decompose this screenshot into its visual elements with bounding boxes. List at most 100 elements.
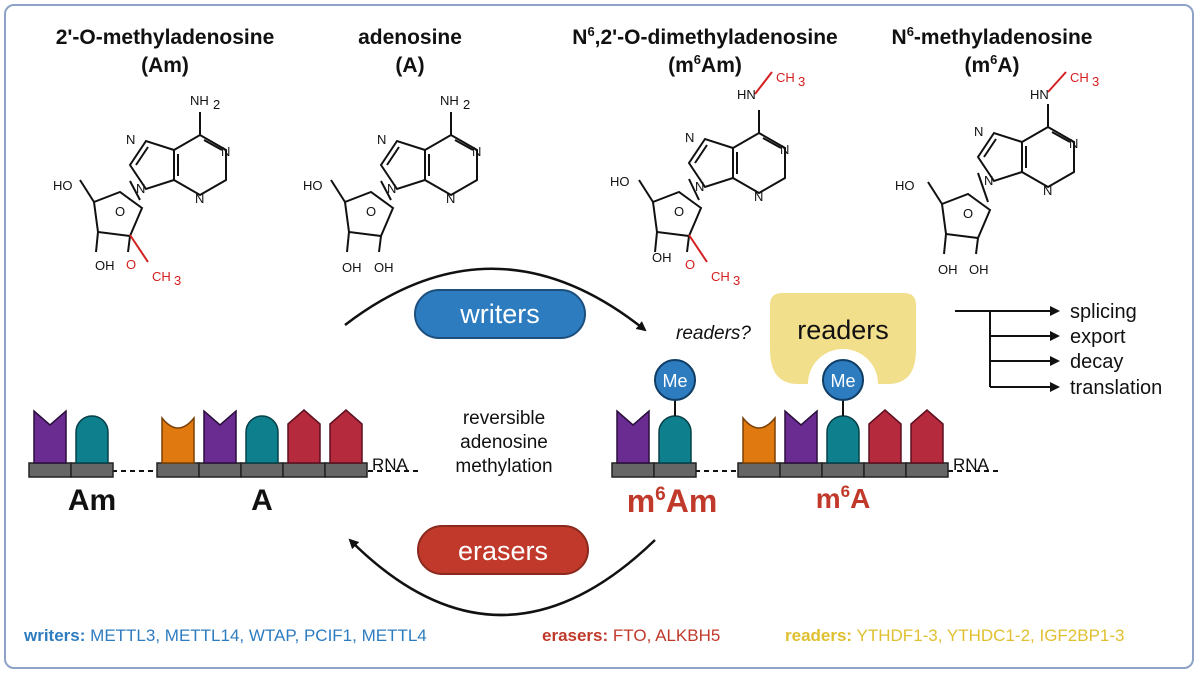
molecule-abbr-a: (A) <box>395 54 424 77</box>
molecule-title-am: 2'-O-methyladenosine <box>56 26 275 49</box>
molecule-abbr-m6a: (m6A) <box>964 52 1019 77</box>
outcome-branches <box>955 306 1060 392</box>
nucleotide-orange <box>742 415 776 464</box>
svg-text:2: 2 <box>213 97 220 112</box>
nucleotide-crimson <box>287 409 321 464</box>
nucleotide-purple <box>616 409 650 464</box>
svg-text:N: N <box>1043 183 1052 198</box>
structure-a: NH 2 N N N N HO O OH OH <box>303 93 481 275</box>
svg-text:HO: HO <box>53 178 73 193</box>
outcome-translation: translation <box>1070 377 1162 399</box>
svg-text:N: N <box>446 191 455 206</box>
svg-text:2: 2 <box>463 97 470 112</box>
rna-label-m6am: m6Am <box>627 483 718 519</box>
rna-label: RNA <box>372 455 409 474</box>
molecule-title-a: adenosine <box>358 26 462 49</box>
svg-text:CH: CH <box>1070 70 1089 85</box>
svg-text:3: 3 <box>733 273 740 288</box>
methyl-group <box>822 359 864 401</box>
svg-text:O: O <box>126 257 136 272</box>
svg-text:3: 3 <box>1092 74 1099 89</box>
legend-writers-label: writers: <box>24 626 86 645</box>
molecule-title-m6a: N6-methyladenosine <box>892 24 1093 49</box>
svg-text:O: O <box>674 204 684 219</box>
svg-text:N: N <box>387 181 396 196</box>
structure-m6a: HN CH 3 N N N N HO O OH OH <box>895 70 1099 277</box>
svg-text:Me: Me <box>662 371 687 391</box>
legend-readers-label: readers: <box>785 626 853 645</box>
writers-pill-label: writers <box>459 299 540 329</box>
svg-text:OH: OH <box>374 260 394 275</box>
svg-text:O: O <box>685 257 695 272</box>
svg-text:Me: Me <box>830 371 855 391</box>
svg-text:N: N <box>195 191 204 206</box>
reader-protein <box>770 293 916 384</box>
structure-m6am: HN CH 3 N N N N HO O OH O CH 3 <box>610 70 805 288</box>
svg-text:OH: OH <box>652 250 672 265</box>
svg-text:N: N <box>984 173 993 188</box>
nucleotide-teal-methylated <box>826 415 860 464</box>
nucleotide-purple <box>203 409 237 464</box>
nucleotide-crimson <box>868 409 902 464</box>
methyl-group <box>654 359 696 401</box>
legend-erasers-label: erasers: <box>542 626 609 645</box>
svg-text:NH: NH <box>190 93 209 108</box>
molecule-abbr-m6am: (m6Am) <box>668 52 742 77</box>
svg-text:OH: OH <box>969 262 989 277</box>
svg-text:N: N <box>377 132 386 147</box>
legend-erasers-list: FTO, ALKBH5 <box>612 626 721 645</box>
center-text-line1: reversible <box>463 408 545 429</box>
molecule-abbr-am: (Am) <box>141 54 189 77</box>
svg-text:HO: HO <box>610 174 630 189</box>
svg-text:N: N <box>472 144 481 159</box>
rna-strand-right: RNA <box>611 409 1000 478</box>
svg-text:N: N <box>974 124 983 139</box>
legend-erasers: erasers: FTO, ALKBH5 <box>542 626 720 646</box>
structure-am: NH 2 N N N N HO O OH O CH 3 <box>53 93 230 288</box>
svg-text:CH: CH <box>152 269 171 284</box>
outcome-export: export <box>1070 326 1126 348</box>
svg-text:CH: CH <box>776 70 795 85</box>
writers-pill <box>414 289 586 339</box>
svg-text:OH: OH <box>95 258 115 273</box>
nucleotide-orange <box>161 415 195 464</box>
legend-writers: writers: METTL3, METTL14, WTAP, PCIF1, M… <box>24 626 427 646</box>
rna-label-a: A <box>251 484 273 517</box>
center-text-line2: adenosine <box>460 432 548 453</box>
svg-text:3: 3 <box>174 273 181 288</box>
svg-text:N: N <box>685 130 694 145</box>
svg-text:N: N <box>221 144 230 159</box>
nucleotide-teal <box>245 415 279 464</box>
svg-text:HO: HO <box>895 178 915 193</box>
svg-text:HN: HN <box>1030 87 1049 102</box>
svg-text:N: N <box>136 181 145 196</box>
erasers-arrow <box>348 538 656 617</box>
rna-strand-left: RNA <box>28 409 420 478</box>
nucleotide-teal <box>75 415 109 464</box>
svg-text:N: N <box>695 179 704 194</box>
nucleotide-teal-methylated <box>658 415 692 464</box>
svg-text:OH: OH <box>342 260 362 275</box>
svg-text:CH: CH <box>711 269 730 284</box>
molecule-title-m6am: N6,2'-O-dimethyladenosine <box>572 24 837 49</box>
outcome-decay: decay <box>1070 351 1123 373</box>
svg-text:O: O <box>963 206 973 221</box>
svg-text:NH: NH <box>440 93 459 108</box>
nucleotide-crimson <box>910 409 944 464</box>
erasers-pill <box>417 525 589 575</box>
legend-readers-list: YTHDF1-3, YTHDC1-2, IGF2BP1-3 <box>856 626 1125 645</box>
rna-label-m6a: m6A <box>816 482 871 514</box>
rna-label: RNA <box>953 455 990 474</box>
svg-text:3: 3 <box>798 74 805 89</box>
svg-text:N: N <box>780 142 789 157</box>
outcome-splicing: splicing <box>1070 301 1137 323</box>
svg-text:HN: HN <box>737 87 756 102</box>
legend-readers: readers: YTHDF1-3, YTHDC1-2, IGF2BP1-3 <box>785 626 1125 646</box>
writers-arrow <box>344 267 647 332</box>
readers-question: readers? <box>676 323 751 344</box>
erasers-pill-label: erasers <box>458 536 548 566</box>
rna-label-am: Am <box>68 484 116 517</box>
svg-text:O: O <box>115 204 125 219</box>
svg-text:N: N <box>126 132 135 147</box>
